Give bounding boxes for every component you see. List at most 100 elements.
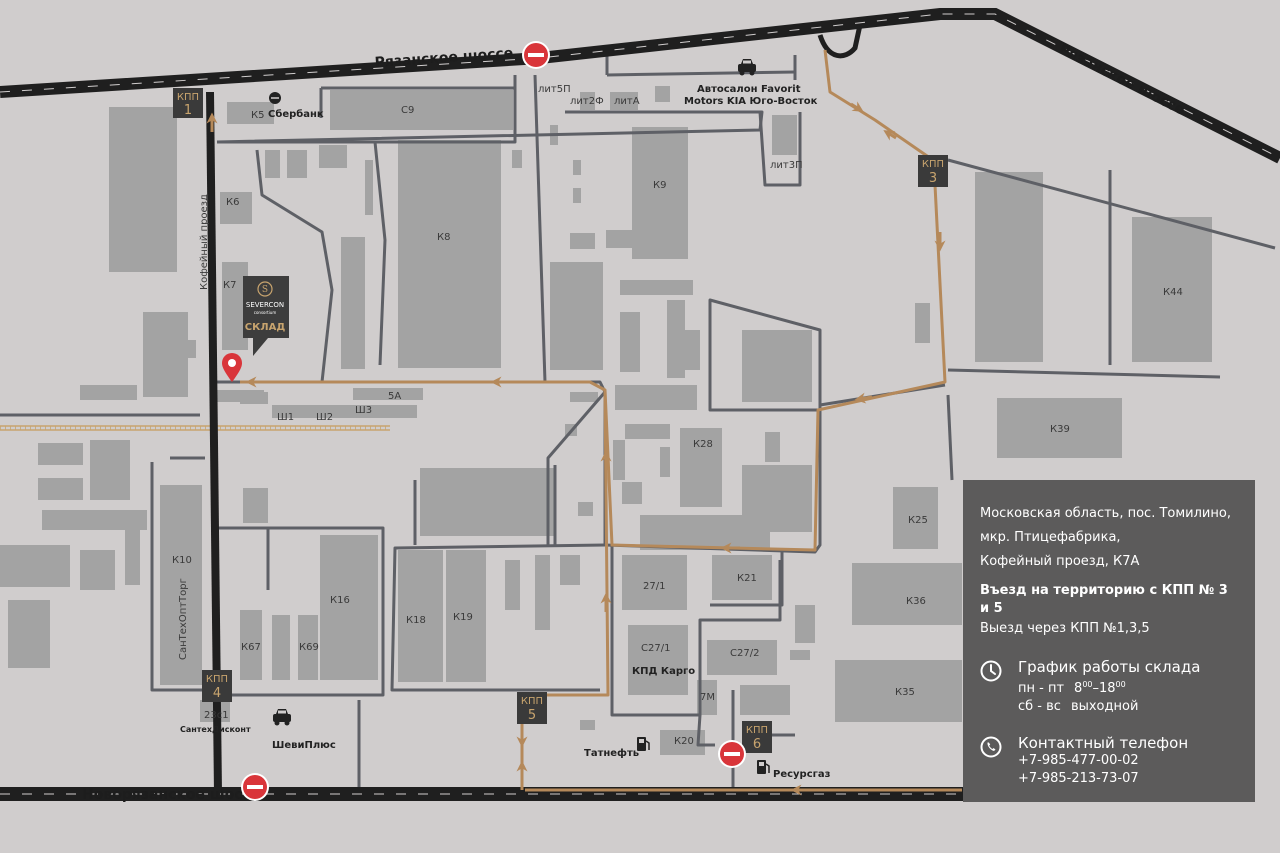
phone-icon: [980, 736, 1002, 758]
weekend-value: выходной: [1070, 699, 1139, 714]
business-label-santeh-opt: СанТехОптТорг: [178, 578, 189, 660]
checkpoint-kpp-6: КПП 6: [742, 721, 772, 753]
building-labels: К5 С9 лит5П лит2Ф литА К6 К7 К8 К9 лит3П…: [172, 84, 1183, 747]
checkpoint-kpp-3: КПП 3: [918, 155, 948, 187]
checkpoint-label: КПП: [746, 725, 768, 736]
building-label: К67: [241, 642, 261, 653]
phone-number-1[interactable]: +7-985-477-00-02: [1018, 753, 1139, 768]
warehouse-brand-sub: consortium: [254, 310, 277, 315]
streets: [0, 55, 1276, 790]
building-label: Ш3: [355, 405, 372, 416]
road-label-novoryazanskoe: Новорязанское шоссе: [82, 787, 260, 803]
business-label-shevi: ШевиПлюс: [272, 740, 336, 751]
schedule-title: График работы склада: [1018, 658, 1201, 676]
business-label-favorit: Автосалон Favorit: [697, 84, 801, 95]
route-arrows: [206, 101, 946, 796]
phone-title: Контактный телефон: [1018, 734, 1189, 752]
building-label: К10: [172, 555, 192, 566]
railway: [0, 425, 390, 431]
checkpoint-label: КПП: [922, 159, 944, 170]
business-label-resursgaz: Ресурсгаз: [773, 769, 831, 780]
warehouse-marker: S SEVERCON consortium СКЛАД: [243, 276, 289, 356]
road-label-ryazanskoe-right: Рязанское шоссе: [1056, 41, 1187, 118]
building-label: К7: [223, 280, 236, 291]
businesses: Сбербанк Автосалон Favorit Motors KIA Юг…: [180, 59, 831, 780]
building-label: К6: [226, 197, 239, 208]
business-label-kpd: КПД Карго: [632, 666, 695, 677]
warehouse-brand: SEVERCON: [246, 301, 284, 309]
weekdays-label: пн - пт: [1018, 681, 1065, 696]
address-line-1: Московская область, пос. Томилино,: [980, 506, 1231, 521]
building-label: К35: [895, 687, 915, 698]
building-label: К16: [330, 595, 350, 606]
exit-info: Выезд через КПП №1,3,5: [980, 621, 1150, 636]
weekdays-end-minutes: 00: [1115, 680, 1126, 689]
building-label: 23с1: [204, 710, 229, 721]
checkpoint-number: 3: [929, 171, 937, 186]
building-label: К5: [251, 110, 264, 121]
checkpoint-number: 1: [184, 103, 192, 118]
building-label: К25: [908, 515, 928, 526]
building-label: лит5П: [538, 84, 571, 95]
weekend-label: сб - вс: [1018, 699, 1061, 714]
road-label-kofeyny: Кофейный проезд: [199, 194, 210, 290]
building-label: С9: [401, 105, 414, 116]
checkpoint-kpp-4: КПП 4: [202, 670, 232, 702]
bank-icon: [269, 92, 281, 104]
warehouse-label: СКЛАД: [245, 322, 286, 333]
building-label: К20: [674, 736, 694, 747]
checkpoint-kpp-1: КПП 1: [173, 88, 203, 118]
building-label: К9: [653, 180, 666, 191]
building-label: 5А: [388, 391, 401, 402]
no-entry-icon: [718, 740, 746, 768]
clock-icon: [980, 660, 1002, 682]
building-label: К8: [437, 232, 450, 243]
car-icon: [738, 59, 756, 76]
building-label: лит2Ф: [570, 96, 604, 107]
weekdays-start-minutes: 00: [1082, 680, 1093, 689]
building-label: 27/1: [643, 581, 665, 592]
warehouse-monogram: S: [262, 285, 268, 295]
building-label: Ш1: [277, 412, 294, 423]
checkpoint-label: КПП: [177, 92, 199, 103]
building-label: К18: [406, 615, 426, 626]
entry-info: Въезд на территорию с КПП № 3 и 5: [980, 583, 1228, 616]
info-panel: Московская область, пос. Томилино, мкр. …: [963, 480, 1255, 802]
address-line-2: мкр. Птицефабрика,: [980, 530, 1121, 545]
building-label: К21: [737, 573, 757, 584]
address-line-3: Кофейный проезд, К7А: [980, 554, 1140, 569]
building-label: К39: [1050, 424, 1070, 435]
checkpoint-kpp-5: КПП 5: [517, 692, 547, 724]
building-label: К28: [693, 439, 713, 450]
schedule-weekend: сб - вс выходной: [1018, 698, 1239, 716]
fuel-icon: [757, 760, 770, 774]
building-label: С27/1: [641, 643, 670, 654]
checkpoint-label: КПП: [521, 696, 543, 707]
highway-markings: [0, 13, 1280, 795]
building-label: Ш2: [316, 412, 333, 423]
car-icon: [273, 709, 291, 726]
location-pin-icon: [222, 353, 242, 382]
phone-block: Контактный телефон +7-985-477-00-02 +7-9…: [980, 734, 1239, 788]
building-label: К69: [299, 642, 319, 653]
no-entry-icon: [241, 773, 269, 801]
building-label: К36: [906, 596, 926, 607]
checkpoint-label: КПП: [206, 674, 228, 685]
building-label: К44: [1163, 287, 1183, 298]
fuel-icon: [637, 737, 650, 751]
checkpoint-number: 5: [528, 708, 536, 723]
business-label-sberbank: Сбербанк: [268, 108, 324, 120]
checkpoint-number: 6: [753, 737, 761, 752]
building-label: литА: [614, 96, 640, 107]
phone-number-2[interactable]: +7-985-213-73-07: [1018, 771, 1139, 786]
weekdays-start-hour: 8: [1074, 681, 1083, 696]
weekdays-end-hour: 18: [1099, 681, 1116, 696]
business-label-santeh-discount: СантехДисконт: [180, 725, 251, 734]
building-label: С27/2: [730, 648, 759, 659]
checkpoint-number: 4: [213, 686, 221, 701]
business-label-favorit-kia: Motors KIA Юго-Восток: [684, 96, 818, 107]
building-label: 7М: [700, 692, 715, 703]
